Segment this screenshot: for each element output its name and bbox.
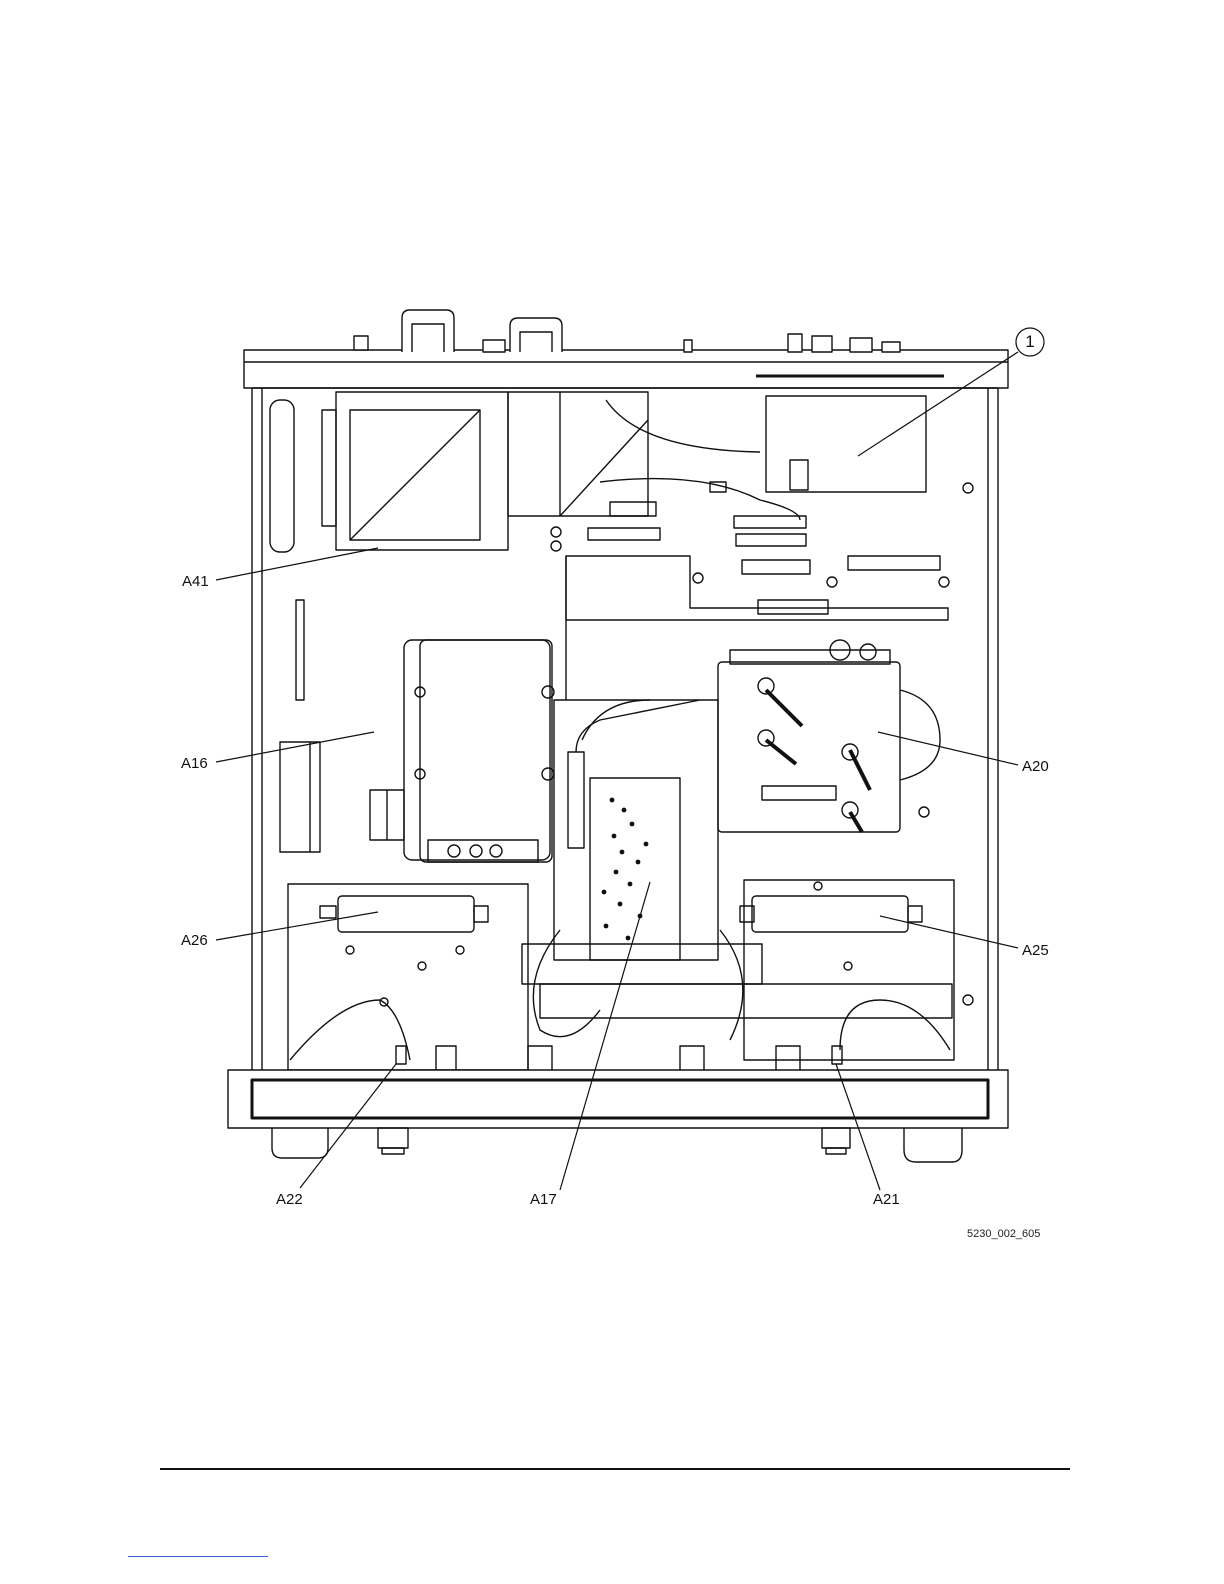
- a16-board: [280, 556, 948, 862]
- callout-1: 1: [1015, 327, 1045, 357]
- a25-component: [752, 896, 908, 932]
- callout-a16: A16: [181, 756, 208, 771]
- a41-power-supply: [322, 392, 648, 550]
- rear-panel: [244, 310, 1008, 388]
- figure-id: 5230_002_605: [967, 1228, 1040, 1240]
- leader-a41: [216, 548, 378, 580]
- lower-section: [288, 880, 973, 1070]
- upper-right-board: [551, 396, 973, 614]
- callout-a22: A22: [276, 1192, 303, 1207]
- callout-a21: A21: [873, 1192, 900, 1207]
- callout-a20: A20: [1022, 759, 1049, 774]
- leader-a26: [216, 912, 378, 940]
- a20-test-set: [718, 640, 940, 832]
- front-panel: [228, 1070, 1008, 1162]
- callout-a25: A25: [1022, 943, 1049, 958]
- callout-a17: A17: [530, 1192, 557, 1207]
- callout-a41: A41: [182, 574, 209, 589]
- leader-a17: [560, 882, 650, 1190]
- leader-a20: [878, 732, 1018, 765]
- a26-component: [338, 896, 474, 932]
- footer-link-underline: [128, 1556, 268, 1557]
- callout-a26: A26: [181, 933, 208, 948]
- leader-a16: [216, 732, 374, 762]
- a17-board: [554, 700, 718, 960]
- footer-rule: [160, 1468, 1070, 1470]
